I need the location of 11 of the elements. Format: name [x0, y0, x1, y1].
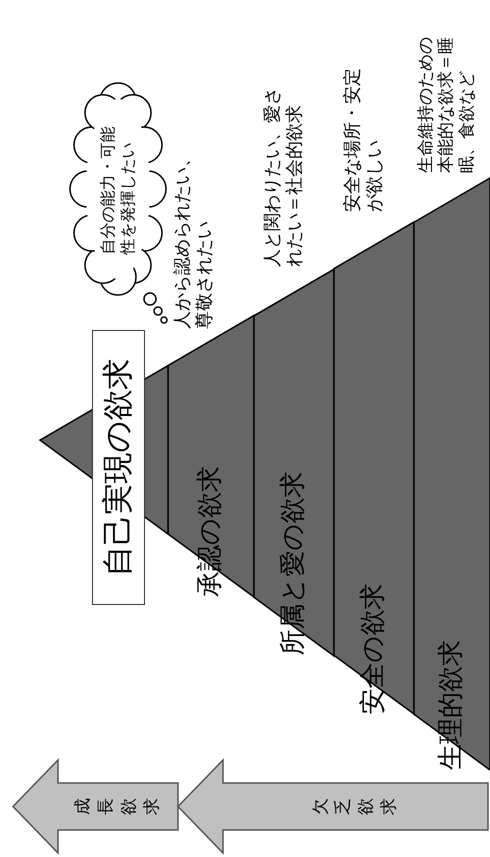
arrow-label: 欠乏欲求 — [310, 796, 400, 817]
description-text: 安全な場所・安定が欲しい — [342, 67, 386, 212]
description-text: 人から認められたい、尊敬されたい — [172, 148, 216, 329]
label-box: 自己実現の欲求 — [92, 330, 145, 605]
tier-label: 所属と愛の欲求 — [278, 472, 310, 656]
description-text: 人と関わりたい、愛されたい＝社会的欲求 — [262, 86, 306, 267]
arrow-label: 成長欲求 — [72, 796, 163, 817]
thought-text: 自分の能力・可能性を発揮したい — [98, 126, 138, 254]
description-text: 生命維持のための本能的な欲求＝睡眠、食欲など — [416, 36, 478, 173]
tier-label: 生理的欲求 — [436, 640, 468, 770]
tier-label: 承認の欲求 — [195, 466, 226, 598]
